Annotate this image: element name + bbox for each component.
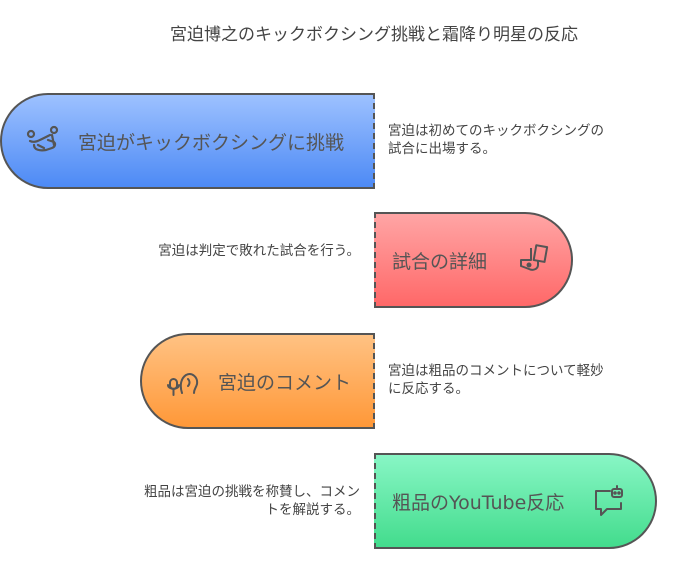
diagram-title: 宮迫博之のキックボクシング挑戦と霜降り明星の反応 — [170, 25, 578, 45]
kickboxer-icon — [24, 121, 64, 161]
step-label: 試合の詳細 — [392, 250, 488, 273]
step-soshina-youtube-reaction: 粗品のYouTube反応 — [374, 453, 657, 549]
whistle-card-icon — [513, 240, 553, 280]
step-label: 宮迫がキックボクシングに挑戦 — [78, 131, 345, 154]
step-miyasako-comment: 宮迫のコメント — [140, 333, 375, 429]
microphone-person-icon — [164, 361, 204, 401]
step-label: 宮迫のコメント — [218, 371, 352, 394]
step-description: 粗品は宮迫の挑戦を称賛し、コメントを解説する。 — [144, 484, 360, 518]
step-description: 宮迫は判定で敗れた試合を行う。 — [158, 243, 360, 259]
step-description: 宮迫は初めてのキックボクシングの試合に出場する。 — [388, 123, 604, 157]
step-match-details: 試合の詳細 — [374, 212, 573, 308]
step-label: 粗品のYouTube反応 — [392, 491, 565, 514]
step-kickboxing-challenge: 宮迫がキックボクシングに挑戦 — [0, 93, 375, 189]
step-description: 宮迫は粗品のコメントについて軽妙に反応する。 — [388, 363, 604, 397]
chat-bot-icon — [590, 481, 630, 521]
